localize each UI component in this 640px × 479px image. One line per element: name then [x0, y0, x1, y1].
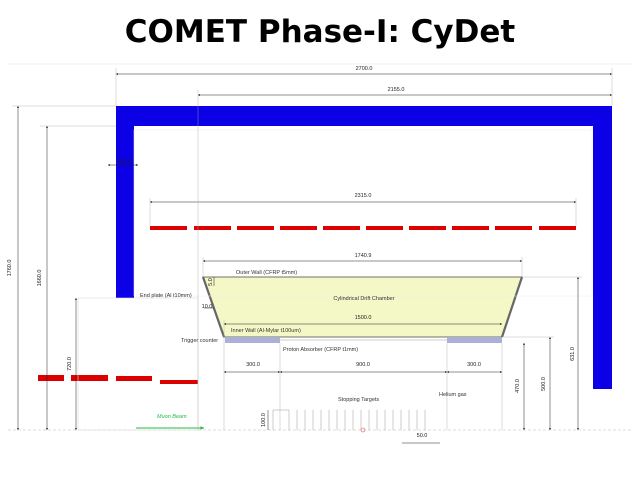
endplate-outline [77, 297, 199, 431]
stopping-targets [272, 409, 426, 430]
label-proton-absorber: Proton Absorber (CFRP t1mm) [283, 347, 358, 353]
dim-2700: 2700.0 [356, 66, 373, 72]
label-trigger: Trigger counter [181, 338, 218, 344]
dim-631: 631.0 [570, 347, 576, 361]
label-outer-wall: Outer Wall (CFRP t5mm) [236, 270, 297, 276]
label-muon-beam: Muon Beam [157, 414, 187, 420]
label-inner-wall: Inner Wall (Al-Mylar t100um) [231, 328, 301, 334]
dim-50: 50.0 [417, 433, 428, 439]
end-plate-right [500, 276, 524, 338]
solenoid-magnet [116, 106, 612, 389]
dimension-lines [17, 73, 612, 444]
dim-10: 10.0 [202, 304, 213, 310]
dim-target-100: 100.0 [261, 413, 267, 427]
dim-1760: 1760.0 [7, 260, 13, 277]
label-helium: Helium gas [439, 392, 467, 398]
dim-1500: 1500.0 [355, 315, 372, 321]
page-title: COMET Phase-I: CyDet [124, 14, 516, 50]
bore-outline [133, 129, 593, 297]
dim-5: 5.0 [208, 278, 214, 286]
label-chamber: Cylindrical Drift Chamber [333, 296, 394, 302]
dim-300-left: 300.0 [246, 362, 260, 368]
lower-red-segments [38, 375, 198, 384]
dim-900: 900.0 [356, 362, 370, 368]
dim-2315: 2315.0 [355, 193, 372, 199]
label-stopping-targets: Stopping Targets [338, 397, 379, 403]
target-center-mark [360, 427, 366, 433]
dim-2155: 2155.0 [388, 87, 405, 93]
dim-500: 500.0 [541, 377, 547, 391]
dim-wall-100: 100.0 [117, 159, 131, 165]
label-end-plate: End plate (Al t10mm) [140, 293, 192, 299]
extension-lines [12, 68, 613, 430]
dim-470: 470.0 [515, 379, 521, 393]
upper-red-segments [150, 226, 576, 230]
end-plate-left [201, 276, 226, 338]
trigger-counter-left [225, 337, 280, 343]
dim-300-right: 300.0 [467, 362, 481, 368]
dim-1740: 1740.9 [355, 253, 372, 259]
trigger-counter-right [447, 337, 502, 343]
dim-1660: 1660.0 [37, 270, 43, 287]
dim-720: 720.0 [67, 357, 73, 371]
